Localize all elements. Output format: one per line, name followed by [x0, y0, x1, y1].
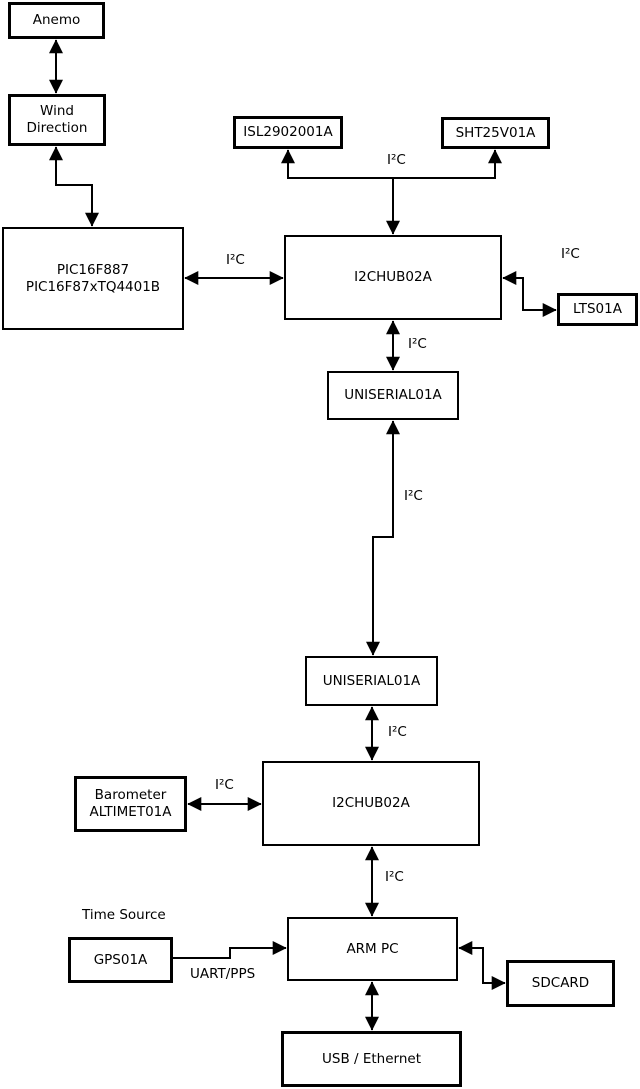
- node-label: Anemo: [32, 12, 81, 28]
- edge-uniserial-upper-uniserial-lower: [366, 420, 400, 656]
- node-gps01a: GPS01A: [68, 937, 173, 983]
- node-i2c-hub-lower: I2CHUB02A: [262, 761, 480, 846]
- node-label: LTS01A: [573, 301, 622, 317]
- edge-label-i2c-hub-armpc: I²C: [385, 869, 404, 885]
- node-lts01a: LTS01A: [557, 293, 638, 326]
- node-label: ARM PC: [346, 940, 399, 957]
- edge-label-i2c-uniserial-hub: I²C: [388, 724, 407, 740]
- node-label: UNISERIAL01A: [322, 672, 421, 689]
- node-label: I2CHUB02A: [332, 795, 410, 811]
- node-label: ISL2902001A: [243, 124, 333, 140]
- node-label: UNISERIAL01A: [344, 387, 442, 403]
- edge-gps-armpc: [173, 941, 287, 959]
- node-wind-direction: Wind Direction: [8, 94, 106, 146]
- node-label: GPS01A: [93, 951, 148, 968]
- node-label-line2: ALTIMET01A: [89, 804, 172, 820]
- node-isl2902001a: ISL2902001A: [233, 116, 343, 149]
- node-usb-ethernet: USB / Ethernet: [281, 1031, 462, 1087]
- node-uniserial-lower: UNISERIAL01A: [305, 656, 438, 706]
- edge-armpc-sdcard: [458, 941, 506, 990]
- edge-label-i2c-hub-uniserial: I²C: [408, 336, 427, 352]
- node-arm-pc: ARM PC: [287, 917, 458, 981]
- node-barometer: Barometer ALTIMET01A: [74, 776, 187, 832]
- node-sht25v01a: SHT25V01A: [441, 117, 550, 149]
- node-label: I2CHUB02A: [354, 269, 432, 285]
- edge-label-i2c-branch: I²C: [387, 152, 406, 168]
- node-pic16f887: PIC16F887 PIC16F87xTQ4401B: [2, 227, 184, 330]
- node-label-line1: Barometer: [94, 787, 167, 803]
- edge-wind-pic: [49, 146, 99, 227]
- node-i2c-hub-upper: I2CHUB02A: [284, 235, 502, 320]
- node-label-line2: Direction: [26, 120, 88, 136]
- node-label-line1: PIC16F887: [56, 261, 130, 278]
- node-label-line2: PIC16F87xTQ4401B: [25, 278, 161, 295]
- edge-hub-upper-lts: [502, 271, 557, 317]
- node-sdcard: SDCARD: [506, 960, 615, 1007]
- edge-label-i2c-uniserial-link: I²C: [404, 488, 423, 504]
- node-uniserial-upper: UNISERIAL01A: [327, 371, 459, 420]
- node-anemo: Anemo: [8, 2, 105, 39]
- edge-isl-sht-branch: [281, 149, 502, 179]
- edge-label-i2c-pic-hub: I²C: [226, 252, 245, 268]
- node-label: SHT25V01A: [455, 124, 536, 141]
- edge-label-uart-pps: UART/PPS: [190, 966, 256, 982]
- node-label: USB / Ethernet: [322, 1050, 421, 1067]
- annotation-time-source: Time Source: [82, 907, 166, 923]
- node-label: SDCARD: [531, 975, 590, 991]
- node-label-line1: Wind: [40, 103, 74, 119]
- edge-label-i2c-lts: I²C: [561, 246, 580, 262]
- edge-label-i2c-barometer: I²C: [215, 777, 234, 793]
